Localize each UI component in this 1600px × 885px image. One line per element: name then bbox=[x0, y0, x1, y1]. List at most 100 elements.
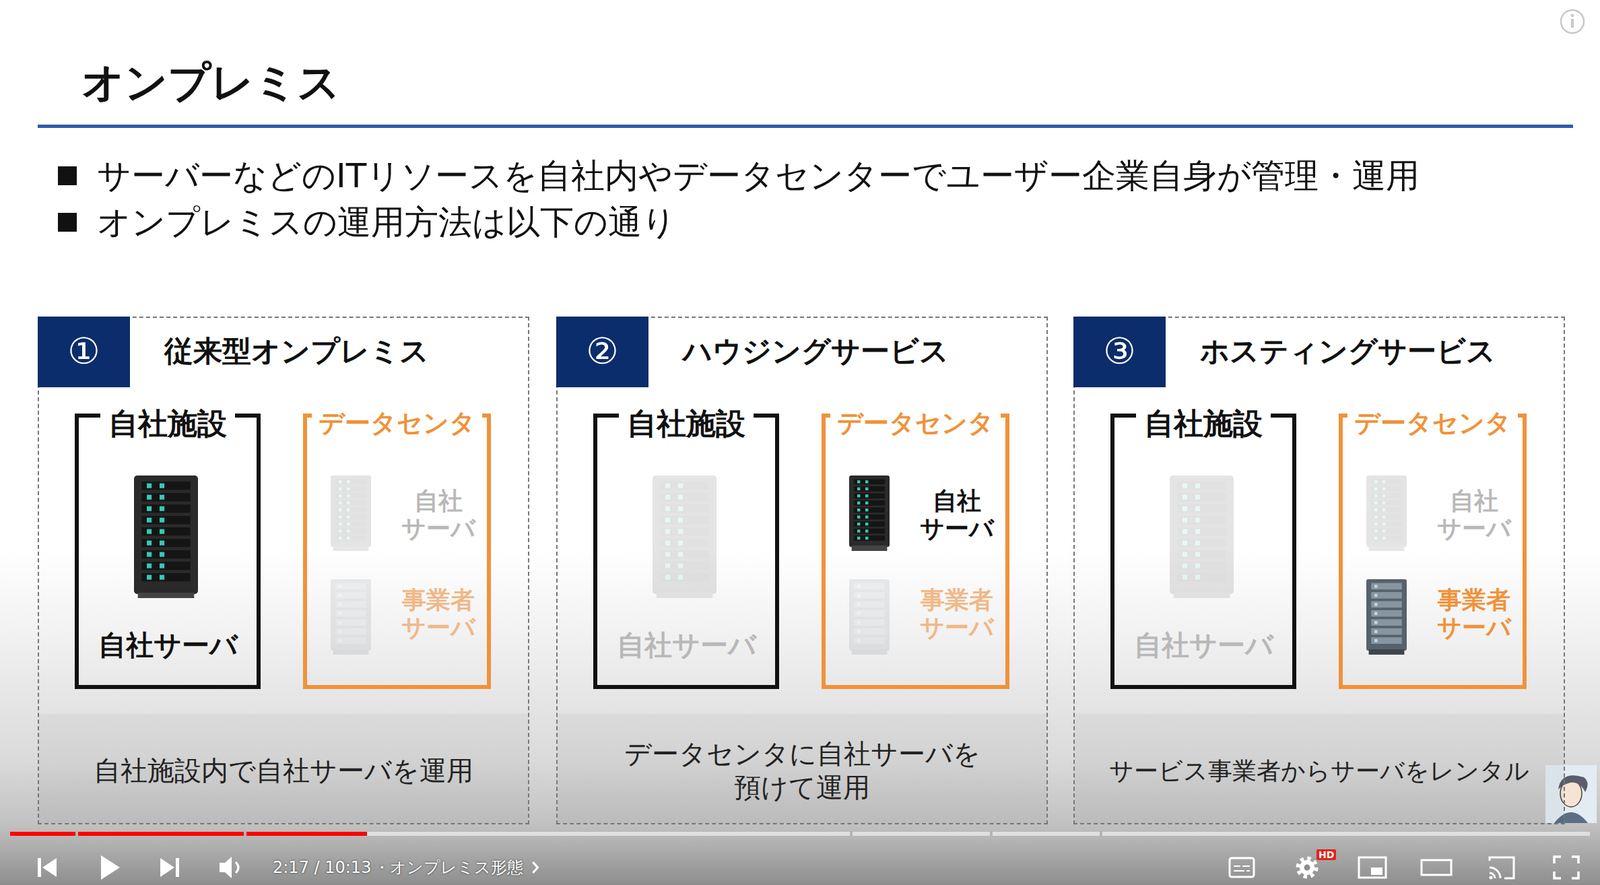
server-led bbox=[865, 487, 869, 491]
server-slot bbox=[1371, 521, 1403, 527]
server-foot bbox=[138, 592, 195, 598]
server-led bbox=[857, 508, 860, 512]
server-led bbox=[338, 593, 343, 598]
cast-dot bbox=[1489, 876, 1493, 880]
server-led bbox=[1374, 639, 1378, 643]
server-slot bbox=[853, 493, 885, 499]
server-led bbox=[1195, 517, 1200, 523]
server-slot bbox=[1177, 550, 1226, 559]
server-led bbox=[1182, 483, 1188, 489]
vendor-server-label: 事業者 サーバ bbox=[919, 585, 994, 642]
server-led bbox=[1195, 552, 1200, 557]
server-led bbox=[1182, 529, 1188, 535]
server-slot bbox=[1371, 493, 1403, 499]
server-led bbox=[338, 612, 343, 616]
server-led bbox=[1382, 515, 1386, 518]
server-slot bbox=[1177, 561, 1226, 570]
server-slot bbox=[853, 528, 885, 535]
server-slot bbox=[141, 504, 190, 513]
server-slot bbox=[1371, 583, 1403, 590]
vendor-server-icon bbox=[330, 579, 372, 655]
server-slot bbox=[141, 538, 190, 547]
own-facility-box: 自社施設自社サーバ bbox=[593, 413, 780, 689]
info-icon bbox=[1560, 10, 1584, 33]
vendor-server-label: 事業者 サーバ bbox=[1437, 585, 1512, 642]
server-slot bbox=[141, 492, 190, 502]
server-body bbox=[1169, 475, 1234, 594]
chapter-title: ・オンプレミス形態 bbox=[373, 857, 524, 878]
own-server-label: 自社 サーバ bbox=[1437, 486, 1512, 543]
server-led bbox=[146, 506, 152, 512]
time-display: 2:17 / 10:13 bbox=[272, 857, 372, 878]
server-body bbox=[1366, 475, 1407, 547]
server-slot bbox=[141, 515, 190, 524]
server-led bbox=[678, 483, 683, 489]
info-stem bbox=[1571, 18, 1574, 28]
server-slot bbox=[335, 493, 367, 499]
server-slot bbox=[853, 600, 885, 608]
subtitle-line bbox=[1233, 870, 1245, 872]
chapter-gap bbox=[849, 830, 853, 837]
progress-bar bbox=[10, 830, 1590, 837]
server-slot bbox=[335, 486, 367, 492]
server-slot bbox=[1177, 538, 1226, 547]
server-foot bbox=[656, 592, 714, 598]
server-led bbox=[159, 517, 165, 523]
server-led bbox=[1382, 487, 1386, 491]
server-led bbox=[857, 629, 861, 633]
server-slot bbox=[659, 481, 709, 490]
server-foot bbox=[1369, 649, 1405, 655]
server-led bbox=[346, 494, 350, 497]
server-led bbox=[338, 487, 342, 491]
data-center-box: データセンタ自社 サーバ事業者 サーバ bbox=[303, 413, 491, 689]
server-led bbox=[857, 529, 860, 532]
server-led bbox=[1195, 494, 1200, 500]
server-slot bbox=[141, 481, 190, 490]
server-slot bbox=[659, 492, 709, 502]
chapter-gap bbox=[1099, 830, 1103, 837]
server-led bbox=[665, 575, 671, 580]
bullet-text: サーバーなどのITリソースを自社内やデータセンターでユーザー企業自身が管理・運用 bbox=[96, 155, 1420, 196]
server-body bbox=[849, 475, 890, 547]
server-led bbox=[857, 501, 860, 505]
server-led bbox=[678, 575, 683, 580]
chapter-gap bbox=[989, 830, 993, 837]
server-led bbox=[857, 536, 860, 540]
server-slot bbox=[335, 637, 367, 644]
server-slot bbox=[1371, 528, 1403, 535]
server-slot bbox=[1177, 527, 1226, 536]
server-led bbox=[338, 620, 343, 625]
server-led bbox=[146, 483, 152, 489]
number-badge: ① bbox=[37, 316, 130, 388]
server-slot bbox=[853, 507, 885, 513]
server-led bbox=[1374, 602, 1378, 607]
server-slot bbox=[659, 573, 709, 582]
server-led bbox=[857, 494, 860, 497]
prev-bar bbox=[37, 857, 42, 877]
server-slot bbox=[335, 591, 367, 599]
server-led bbox=[338, 536, 342, 540]
server-label: 自社サーバ bbox=[1134, 628, 1274, 662]
server-led bbox=[159, 563, 165, 569]
server-led bbox=[338, 501, 342, 505]
miniplayer-icon bbox=[1358, 857, 1386, 878]
server-led bbox=[1195, 563, 1200, 569]
next-icon bbox=[160, 857, 175, 877]
server-foot bbox=[1173, 592, 1231, 598]
server-led bbox=[338, 522, 342, 526]
subtitle-line bbox=[1242, 865, 1250, 867]
data-center-box: データセンタ自社 サーバ事業者 サーバ bbox=[1338, 413, 1527, 689]
server-slot bbox=[335, 600, 367, 608]
play-icon bbox=[101, 855, 120, 880]
hd-badge: HD bbox=[1316, 849, 1337, 860]
server-slot bbox=[853, 514, 885, 520]
server-slot bbox=[335, 500, 367, 506]
server-slot bbox=[1371, 618, 1403, 626]
server-led bbox=[146, 494, 152, 500]
server-foot bbox=[851, 545, 888, 551]
server-led bbox=[346, 480, 350, 483]
server-led bbox=[146, 575, 152, 580]
server-led bbox=[146, 540, 152, 546]
server-led bbox=[338, 480, 342, 483]
